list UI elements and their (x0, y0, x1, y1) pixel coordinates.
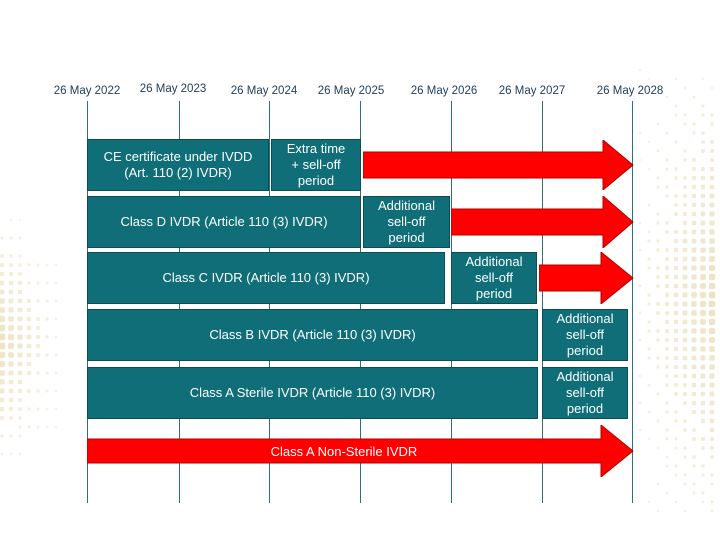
class-a-sterile-sell-off-box: Additional sell-off period (542, 367, 628, 419)
class-c-sell-off-box: Additional sell-off period (451, 252, 537, 304)
class-b-label: Class B IVDR (Article 110 (3) IVDR) (209, 327, 416, 342)
class-d-label: Class D IVDR (Article 110 (3) IVDR) (120, 214, 328, 229)
class-d-box: Class D IVDR (Article 110 (3) IVDR) (87, 196, 361, 248)
timeline-line-2027 (542, 101, 543, 503)
date-label-2026: 26 May 2026 (410, 85, 478, 97)
class-d-sell-off-box: Additional sell-off period (363, 196, 450, 248)
class-b-box: Class B IVDR (Article 110 (3) IVDR) (87, 309, 538, 361)
date-label-2022: 26 May 2022 (53, 85, 121, 97)
ce-extra-time-box: Extra time + sell-off period (271, 139, 361, 191)
ce-certificate-box: CE certificate under IVDD (Art. 110 (2) … (87, 139, 269, 191)
ce-certificate-label: CE certificate under IVDD (Art. 110 (2) … (103, 149, 253, 180)
class-a-sterile-label: Class A Sterile IVDR (Article 110 (3) IV… (189, 385, 436, 400)
ce-certificate-arrow (363, 140, 634, 190)
class-b-sell-off-label: Additional sell-off period (556, 311, 614, 358)
date-label-2025: 26 May 2025 (317, 85, 385, 97)
class-c-box: Class C IVDR (Article 110 (3) IVDR) (87, 252, 445, 304)
timeline-line-2028 (632, 101, 633, 503)
class-b-sell-off-box: Additional sell-off period (542, 309, 628, 361)
class-c-label: Class C IVDR (Article 110 (3) IVDR) (162, 270, 370, 285)
class-c-sell-off-label: Additional sell-off period (465, 254, 523, 301)
date-label-2027: 26 May 2027 (498, 85, 566, 97)
date-label-2023: 26 May 2023 (139, 83, 207, 95)
date-label-2028: 26 May 2028 (596, 85, 664, 97)
class-a-sterile-sell-off-label: Additional sell-off period (556, 369, 614, 416)
class-c-arrow (539, 252, 634, 304)
class-d-sell-off-label: Additional sell-off period (377, 198, 436, 245)
date-label-2024: 26 May 2024 (230, 85, 298, 97)
class-a-non-sterile-label: Class A Non-Sterile IVDR (270, 443, 418, 459)
class-a-sterile-box: Class A Sterile IVDR (Article 110 (3) IV… (87, 367, 538, 419)
ce-extra-time-label: Extra time + sell-off period (286, 141, 346, 188)
class-a-non-sterile-arrow: Class A Non-Sterile IVDR (87, 425, 635, 477)
class-d-arrow (451, 196, 634, 248)
